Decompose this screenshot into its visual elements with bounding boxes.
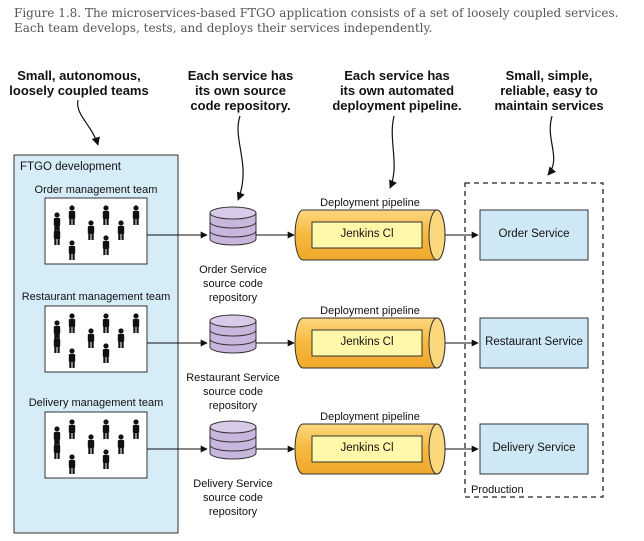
team-box — [44, 305, 148, 373]
database-icon — [209, 420, 257, 460]
production-label: Production — [471, 484, 524, 496]
repository-label: Restaurant Service source code repositor… — [176, 371, 290, 413]
jenkins-box — [311, 435, 423, 463]
header-line: reliable, easy to — [500, 83, 598, 98]
header-line: deployment pipeline. — [332, 98, 462, 113]
team-box — [44, 197, 148, 265]
header-line: code repository. — [190, 98, 291, 113]
jenkins-label: Jenkins Cl — [340, 336, 394, 348]
pipeline-label: Deployment pipeline — [320, 305, 420, 317]
database-icon — [209, 206, 257, 246]
header-line: Each service has — [187, 68, 294, 83]
production-box — [464, 182, 604, 498]
team-box — [44, 411, 148, 479]
header-arrow — [236, 115, 245, 201]
repository-label-line: repository — [208, 400, 258, 412]
jenkins-label: Jenkins Cl — [340, 228, 394, 240]
pipeline-label: Deployment pipeline — [320, 411, 420, 423]
repository-label: Delivery Service source code repository — [178, 477, 288, 519]
header-line: Small, simple, — [505, 68, 593, 83]
header-repos: Each service has its own source code rep… — [178, 68, 303, 113]
repository-label-line: Order Service — [199, 264, 267, 276]
service-name: Restaurant Service — [485, 336, 583, 348]
repository-label-line: source code — [203, 278, 263, 290]
team-name: Delivery management team — [28, 397, 164, 409]
header-arrow — [547, 115, 557, 176]
service-name: Order Service — [498, 228, 570, 240]
repository-label-line: repository — [208, 506, 258, 518]
repository-label-line: repository — [208, 292, 258, 304]
database-icon — [209, 314, 257, 354]
service-name: Delivery Service — [492, 442, 576, 454]
header-pipelines: Each service has its own automated deplo… — [322, 68, 472, 113]
service-box — [479, 209, 589, 261]
header-arrow — [389, 115, 397, 189]
jenkins-box — [311, 221, 423, 249]
header-line: loosely coupled teams — [9, 83, 149, 98]
header-teams: Small, autonomous, loosely coupled teams — [4, 68, 154, 98]
header-services: Small, simple, reliable, easy to maintai… — [484, 68, 614, 113]
header-arrow — [77, 99, 100, 146]
service-box — [479, 423, 589, 475]
repository-label-line: Delivery Service — [193, 478, 273, 490]
service-box — [479, 317, 589, 369]
ftgo-development-title: FTGO development — [20, 161, 121, 173]
team-name: Restaurant management team — [21, 291, 171, 303]
header-line: Each service has — [344, 68, 450, 83]
team-name: Order management team — [34, 184, 158, 196]
header-line: Small, autonomous, — [17, 68, 141, 83]
repository-label-line: Restaurant Service — [186, 372, 280, 384]
pipeline-label: Deployment pipeline — [320, 197, 420, 209]
repository-label-line: source code — [203, 386, 263, 398]
jenkins-box — [311, 329, 423, 357]
repository-label-line: source code — [203, 492, 263, 504]
jenkins-label: Jenkins Cl — [340, 442, 394, 454]
header-line: its own automated — [339, 83, 455, 98]
header-line: its own source — [194, 83, 287, 98]
header-line: maintain services — [494, 98, 604, 113]
figure-caption: Figure 1.8. The microservices-based FTGO… — [14, 6, 619, 35]
repository-label: Order Service source code repository — [178, 263, 288, 305]
